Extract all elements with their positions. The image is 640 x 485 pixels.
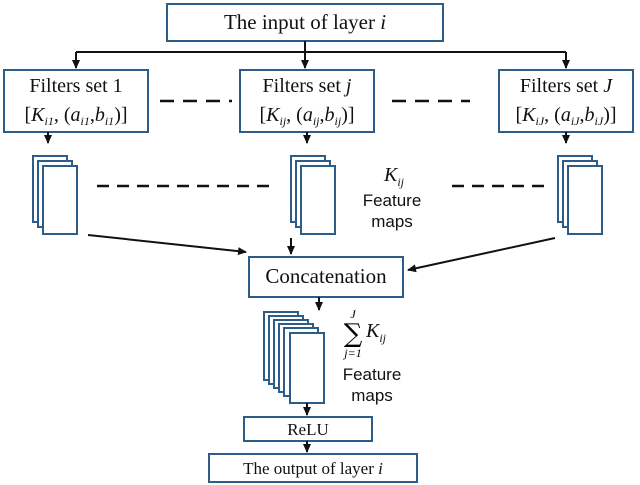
svg-text:[Kij, (aij,bij)]: [Kij, (aij,bij)]	[259, 104, 354, 128]
input-box-label: The input of layer	[224, 10, 380, 34]
sum-feature-maps-line1: Feature	[343, 365, 402, 384]
concatenated-map-stack	[263, 311, 325, 404]
filter-set-1-title: Filters set	[29, 75, 112, 97]
svg-text:Kij: Kij	[383, 164, 405, 189]
svg-text:[KiJ, (aiJ,biJ)]: [KiJ, (aiJ,biJ)]	[515, 104, 616, 128]
filter-set-j-k-sub: ij	[280, 114, 287, 128]
feature-maps-line1: Feature	[363, 191, 422, 210]
feature-maps-label: Kij Feature maps	[363, 164, 422, 231]
output-box: The output of layer i	[208, 453, 418, 483]
feature-k-sub: ij	[397, 175, 404, 189]
filter-set-1-index: 1	[113, 75, 123, 97]
svg-text:Filters set 1: Filters set 1	[29, 75, 122, 97]
input-layer-var: i	[380, 10, 386, 34]
output-layer-var: i	[378, 459, 383, 478]
feature-map-stack-1	[32, 155, 78, 235]
sum-k-symbol: K	[365, 320, 381, 342]
filter-set-1-a-sub: i1	[81, 114, 90, 128]
filter-set-j-title: Filters set	[263, 75, 346, 97]
feature-k-symbol: K	[383, 164, 399, 186]
relu-box: ReLU	[243, 416, 373, 442]
sum-k-sub: ij	[379, 331, 386, 345]
feature-maps-line2: maps	[371, 212, 413, 231]
filter-set-J-b-sub: iJ	[595, 114, 604, 128]
sum-feature-maps-label: J ∑ j=1 Kij Feature maps	[342, 307, 401, 405]
svg-text:Kij: Kij	[365, 320, 387, 345]
concatenation-box: Concatenation	[248, 256, 404, 298]
feature-map-stack-j	[290, 155, 336, 235]
svg-text:Filters set J: Filters set J	[520, 75, 613, 97]
sum-feature-maps-line2: maps	[351, 386, 393, 405]
svg-text:Filters set j: Filters set j	[263, 75, 352, 97]
svg-text:[Ki1, (ai1,bi1)]: [Ki1, (ai1,bi1)]	[24, 104, 127, 128]
input-box: The input of layer i	[166, 3, 444, 42]
filter-set-1-b-sub: i1	[105, 114, 114, 128]
filter-set-j-b-sub: ij	[335, 114, 342, 128]
concatenation-label: Concatenation	[265, 264, 387, 288]
svg-text:The input of layer i: The input of layer i	[224, 10, 386, 34]
relu-label: ReLU	[287, 420, 329, 439]
sum-symbol-icon: ∑	[344, 319, 363, 349]
filter-set-1-k-sub: i1	[44, 114, 53, 128]
filter-set-j-a-sub: ij	[313, 114, 320, 128]
filter-set-J-index: J	[603, 75, 613, 97]
sum-upper-limit: J	[350, 307, 356, 321]
map-to-concat-arrows	[87, 234, 556, 273]
filter-set-J-k-sub: iJ	[536, 114, 545, 128]
output-box-label: The output of layer	[243, 459, 378, 478]
input-connectors	[72, 41, 570, 69]
sum-lower-limit: j=1	[342, 346, 361, 360]
filter-set-J-title: Filters set	[520, 75, 603, 97]
filter-set-1: Filters set 1 [Ki1, (ai1,bi1)]	[3, 69, 149, 133]
feature-map-stack-J	[557, 155, 603, 235]
filter-set-j: Filters set j [Kij, (aij,bij)]	[239, 69, 375, 133]
filter-set-J: Filters set J [KiJ, (aiJ,biJ)]	[498, 69, 634, 133]
filter-set-j-index: j	[343, 75, 352, 97]
svg-text:The output of layer i: The output of layer i	[243, 459, 383, 478]
filter-set-J-a-sub: iJ	[571, 114, 580, 128]
filter-to-map-arrows	[44, 132, 570, 144]
